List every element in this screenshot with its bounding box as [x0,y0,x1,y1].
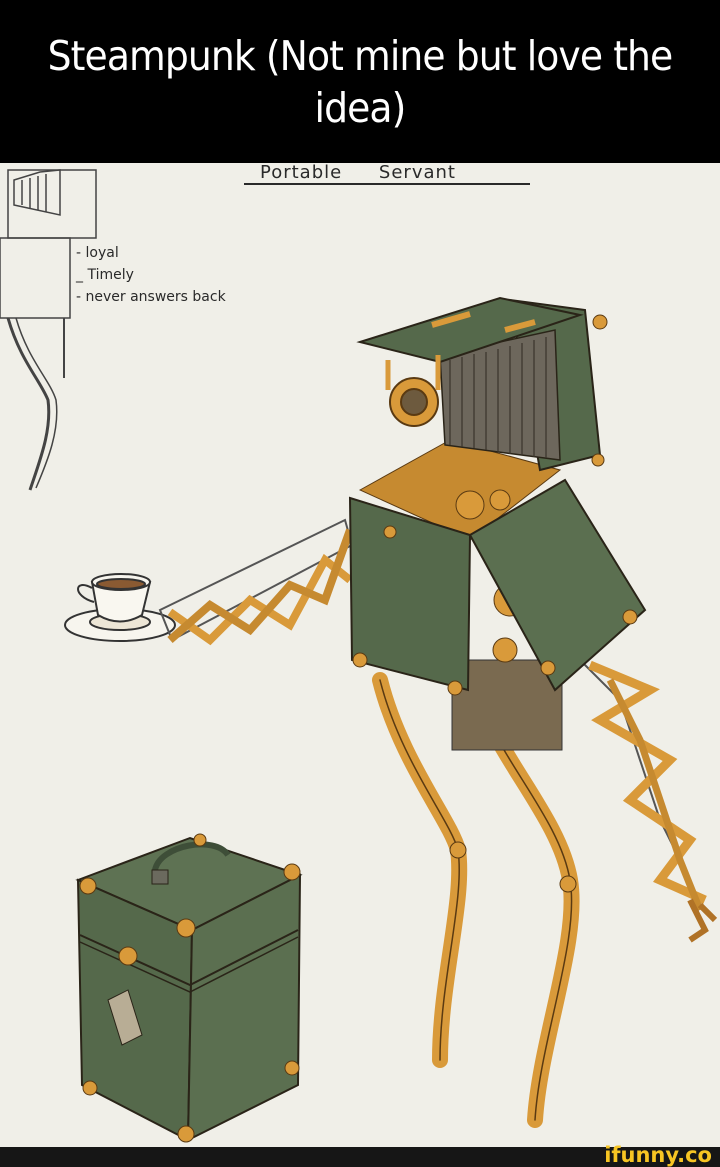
watermark-text: ifunny.co [604,1143,712,1167]
note-loyal: - loyal [76,245,119,261]
body-front-panel [348,496,472,692]
teacup-icon [64,573,176,642]
watermark-bar [0,1147,720,1167]
brass-corners [352,525,638,696]
drawing-title: Portable Servant [244,163,530,185]
portable-servant-drawing [0,169,718,1143]
camera-head [356,296,608,472]
meme-caption: Steampunk (Not mine but love the idea) [0,0,720,163]
ifunny-watermark: ifunny.co [604,1143,712,1167]
right-arm [579,659,718,943]
legs [372,672,580,1128]
note-timely: _ Timely [76,267,134,283]
body-side-panel [468,478,647,692]
illustration: Portable Servant - loyal _ Timely - neve… [0,163,720,1147]
handwritten-notes: - loyal _ Timely - never answers back [76,242,226,308]
note-never-answers-back: - never answers back [76,289,226,305]
caption-text: Steampunk (Not mine but love the idea) [47,31,674,132]
suitcase [75,833,303,1143]
sketch-icon [0,169,97,491]
left-arm [158,518,354,646]
